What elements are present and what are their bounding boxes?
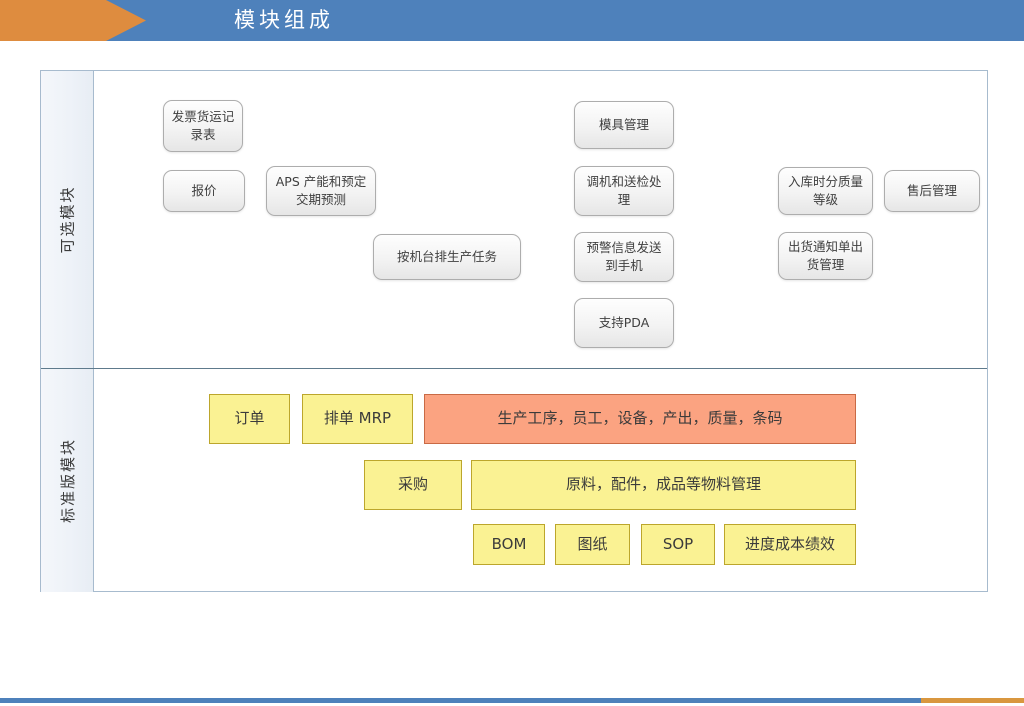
module-box: 报价 [163, 170, 245, 212]
module-box: 图纸 [555, 524, 630, 565]
section-label-cell-standard: 标准版模块 [41, 369, 94, 592]
module-box: 预警信息发送到手机 [574, 232, 674, 282]
section-label-cell-optional: 可选模块 [41, 71, 94, 368]
module-box: 入库时分质量等级 [778, 167, 873, 215]
module-box: 原料，配件，成品等物料管理 [471, 460, 856, 510]
section-label-standard: 标准版模块 [58, 437, 77, 524]
module-box: 支持PDA [574, 298, 674, 348]
module-box: SOP [641, 524, 715, 565]
module-box: 调机和送检处理 [574, 166, 674, 216]
slide-title: 模块组成 [234, 8, 334, 32]
footer-bar [0, 698, 921, 703]
footer-accent-bar [921, 698, 1024, 703]
module-box: 订单 [209, 394, 290, 444]
module-box: 出货通知单出货管理 [778, 232, 873, 280]
section-label-optional: 可选模块 [58, 185, 77, 254]
header-bar [0, 0, 1024, 41]
module-box: 售后管理 [884, 170, 980, 212]
module-box: 发票货运记录表 [163, 100, 243, 152]
module-box: 按机台排生产任务 [373, 234, 521, 280]
section-standard-modules: 标准版模块 [41, 368, 987, 592]
module-box: APS 产能和预定交期预测 [266, 166, 376, 216]
module-box: 排单 MRP [302, 394, 413, 444]
module-box: 进度成本绩效 [724, 524, 856, 565]
module-box: 采购 [364, 460, 462, 510]
module-box: 模具管理 [574, 101, 674, 149]
section-optional-modules: 可选模块 [41, 71, 987, 368]
diagram-frame: 可选模块 标准版模块 [40, 70, 988, 592]
module-box: 生产工序，员工，设备，产出，质量，条码 [424, 394, 856, 444]
module-box: BOM [473, 524, 545, 565]
